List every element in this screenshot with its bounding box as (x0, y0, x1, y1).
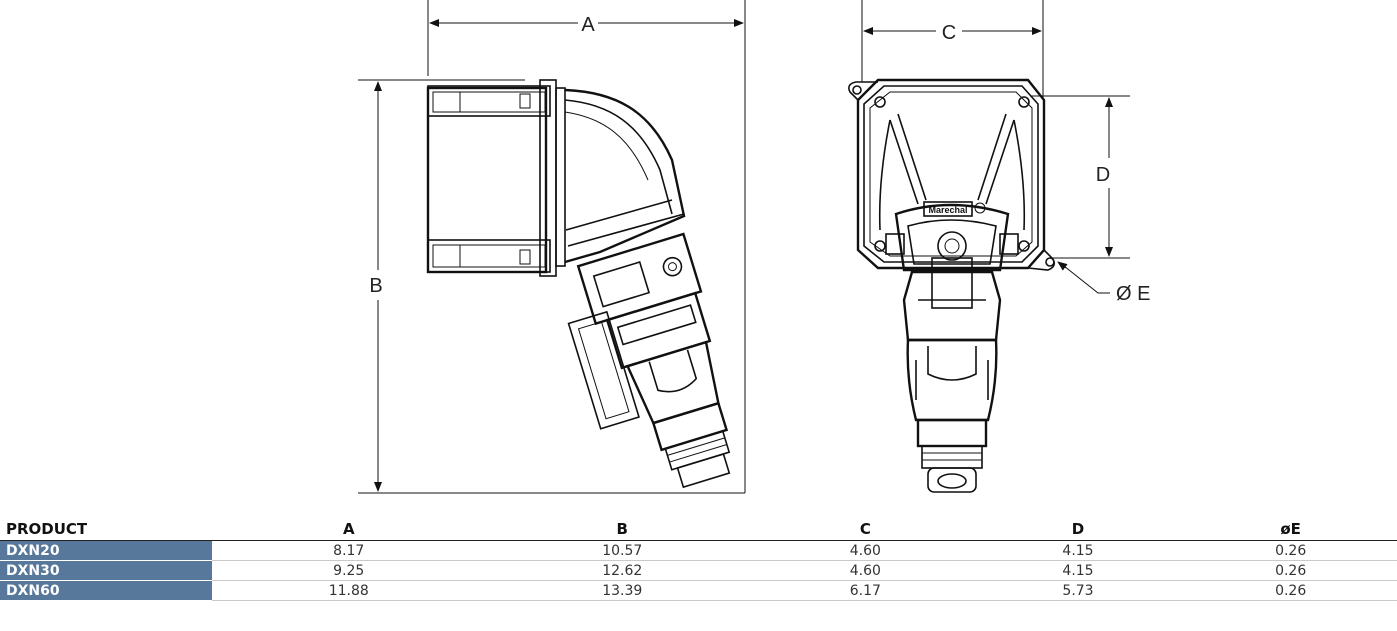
dimension-e-label: Ø E (1116, 283, 1150, 305)
cell-c: 4.60 (759, 560, 972, 581)
table-row: DXN30 9.25 12.62 4.60 4.15 0.26 (0, 560, 1397, 581)
cell-d: 4.15 (971, 560, 1185, 581)
brand-mark: Marechal (928, 205, 967, 215)
cell-e: 0.26 (1184, 580, 1397, 601)
side-view: A B (358, 0, 746, 494)
front-view: C D Ø E (848, 0, 1150, 493)
cell-c: 6.17 (759, 580, 972, 601)
dimensions-table: PRODUCT A B C D øE DXN20 8.17 10.57 4.60… (0, 518, 1397, 601)
dimension-b: B (358, 79, 745, 494)
side-angled-cover (564, 88, 686, 264)
header-a: A (212, 518, 486, 541)
header-e: øE (1184, 518, 1397, 541)
dimension-d-label: D (1096, 164, 1110, 186)
dimension-a-label: A (581, 14, 595, 36)
dimension-c-label: C (942, 22, 956, 44)
header-c: C (759, 518, 972, 541)
table-row: DXN60 11.88 13.39 6.17 5.73 0.26 (0, 580, 1397, 601)
table-row: DXN20 8.17 10.57 4.60 4.15 0.26 (0, 540, 1397, 561)
technical-drawing: A B (358, 0, 1150, 494)
cell-a: 9.25 (212, 560, 486, 581)
cell-a: 8.17 (212, 540, 486, 561)
header-product: PRODUCT (0, 518, 212, 541)
cell-d: 5.73 (971, 580, 1185, 601)
header-d: D (971, 518, 1185, 541)
cell-b: 13.39 (485, 580, 760, 601)
cell-e: 0.26 (1184, 540, 1397, 561)
side-back-box (426, 79, 566, 277)
cell-c: 4.60 (759, 540, 972, 561)
front-socket (885, 203, 1019, 493)
cell-d: 4.15 (971, 540, 1185, 561)
cell-b: 10.57 (485, 540, 760, 561)
front-box: Marechal (848, 78, 1056, 271)
dimension-b-label: B (369, 275, 382, 297)
dimension-c: C (861, 0, 1044, 100)
dimension-a: A (427, 0, 746, 493)
dimension-d: D (1030, 95, 1130, 259)
header-b: B (485, 518, 760, 541)
side-socket-body (567, 232, 731, 489)
cell-e: 0.26 (1184, 560, 1397, 581)
product-cell: DXN60 (0, 580, 212, 601)
cell-a: 11.88 (212, 580, 486, 601)
product-cell: DXN30 (0, 560, 212, 581)
table-header-row: PRODUCT A B C D øE (0, 518, 1397, 541)
product-cell: DXN20 (0, 540, 212, 561)
cell-b: 12.62 (485, 560, 760, 581)
dimension-e: Ø E (1057, 261, 1150, 305)
